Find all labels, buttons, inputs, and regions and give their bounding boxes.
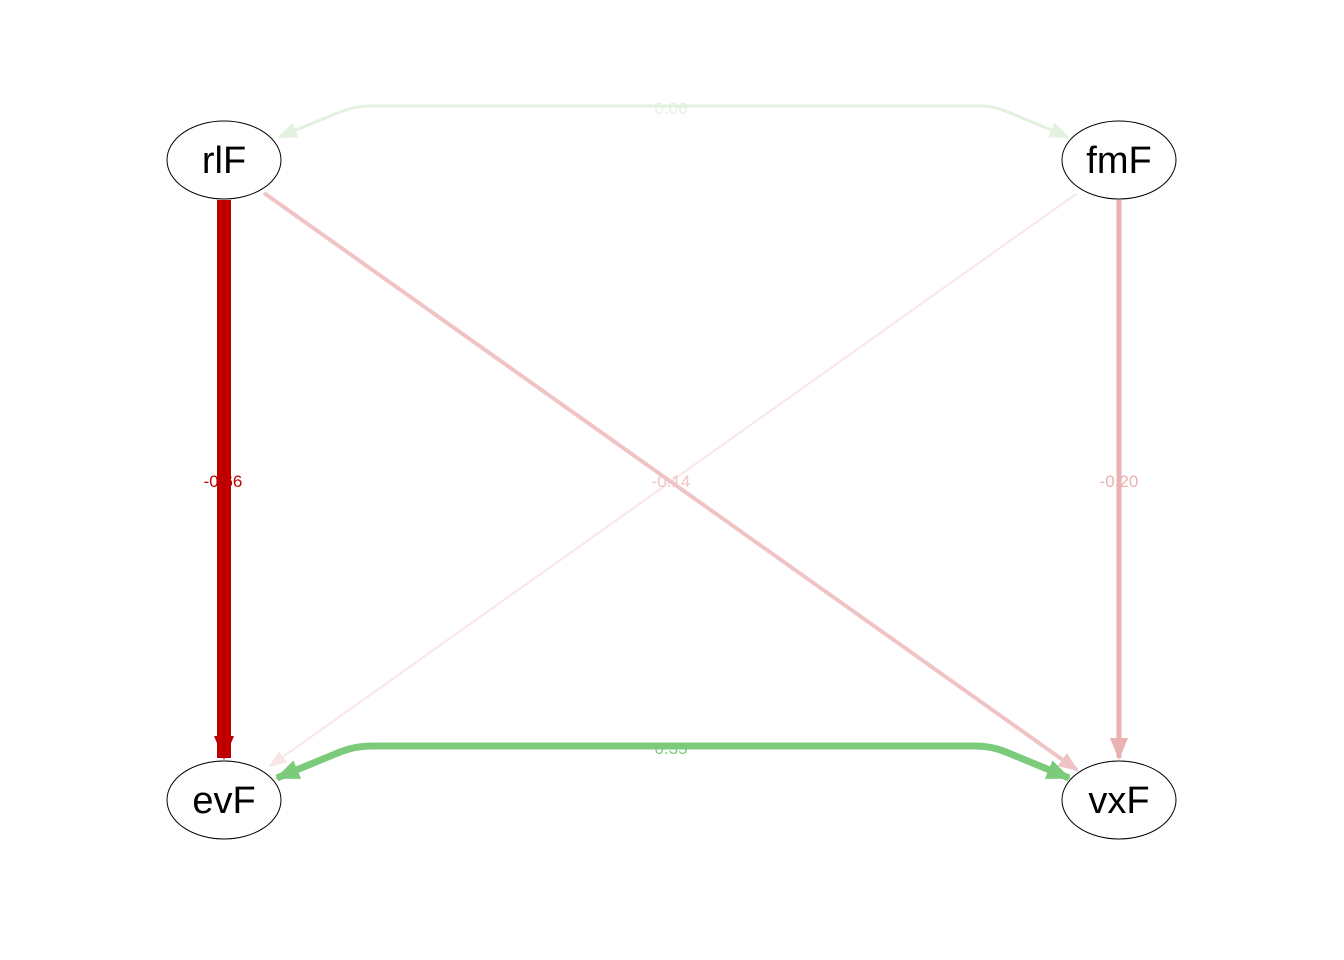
node-evF-ellipse bbox=[166, 760, 282, 840]
edge-label-evF-vxF: 0.35 bbox=[654, 739, 687, 758]
node-evF: evF bbox=[166, 760, 282, 840]
edge-label-rlF-evF: -0.66 bbox=[204, 472, 243, 491]
node-rlF-ellipse bbox=[166, 120, 282, 200]
node-rlF: rlF bbox=[166, 120, 282, 200]
node-fmF: fmF bbox=[1061, 120, 1177, 200]
edge-label-fmF-vxF: -0.20 bbox=[1100, 472, 1139, 491]
node-evF-label: evF bbox=[192, 780, 255, 822]
edge-label-rlF-vxF: -0.14 bbox=[652, 472, 691, 491]
node-fmF-label: fmF bbox=[1086, 140, 1151, 182]
node-fmF-ellipse bbox=[1061, 120, 1177, 200]
node-vxF-ellipse bbox=[1061, 760, 1177, 840]
edge-evF-vxF bbox=[275, 742, 1071, 782]
edge-rlF-fmF bbox=[277, 104, 1070, 139]
edge-rlF-vxF bbox=[262, 191, 1079, 772]
node-vxF: vxF bbox=[1061, 760, 1177, 840]
edge-fmF-evF bbox=[268, 193, 1077, 768]
node-rlF-label: rlF bbox=[202, 140, 246, 182]
node-vxF-label: vxF bbox=[1088, 780, 1149, 822]
edge-label-rlF-fmF: 0.06 bbox=[654, 99, 687, 118]
